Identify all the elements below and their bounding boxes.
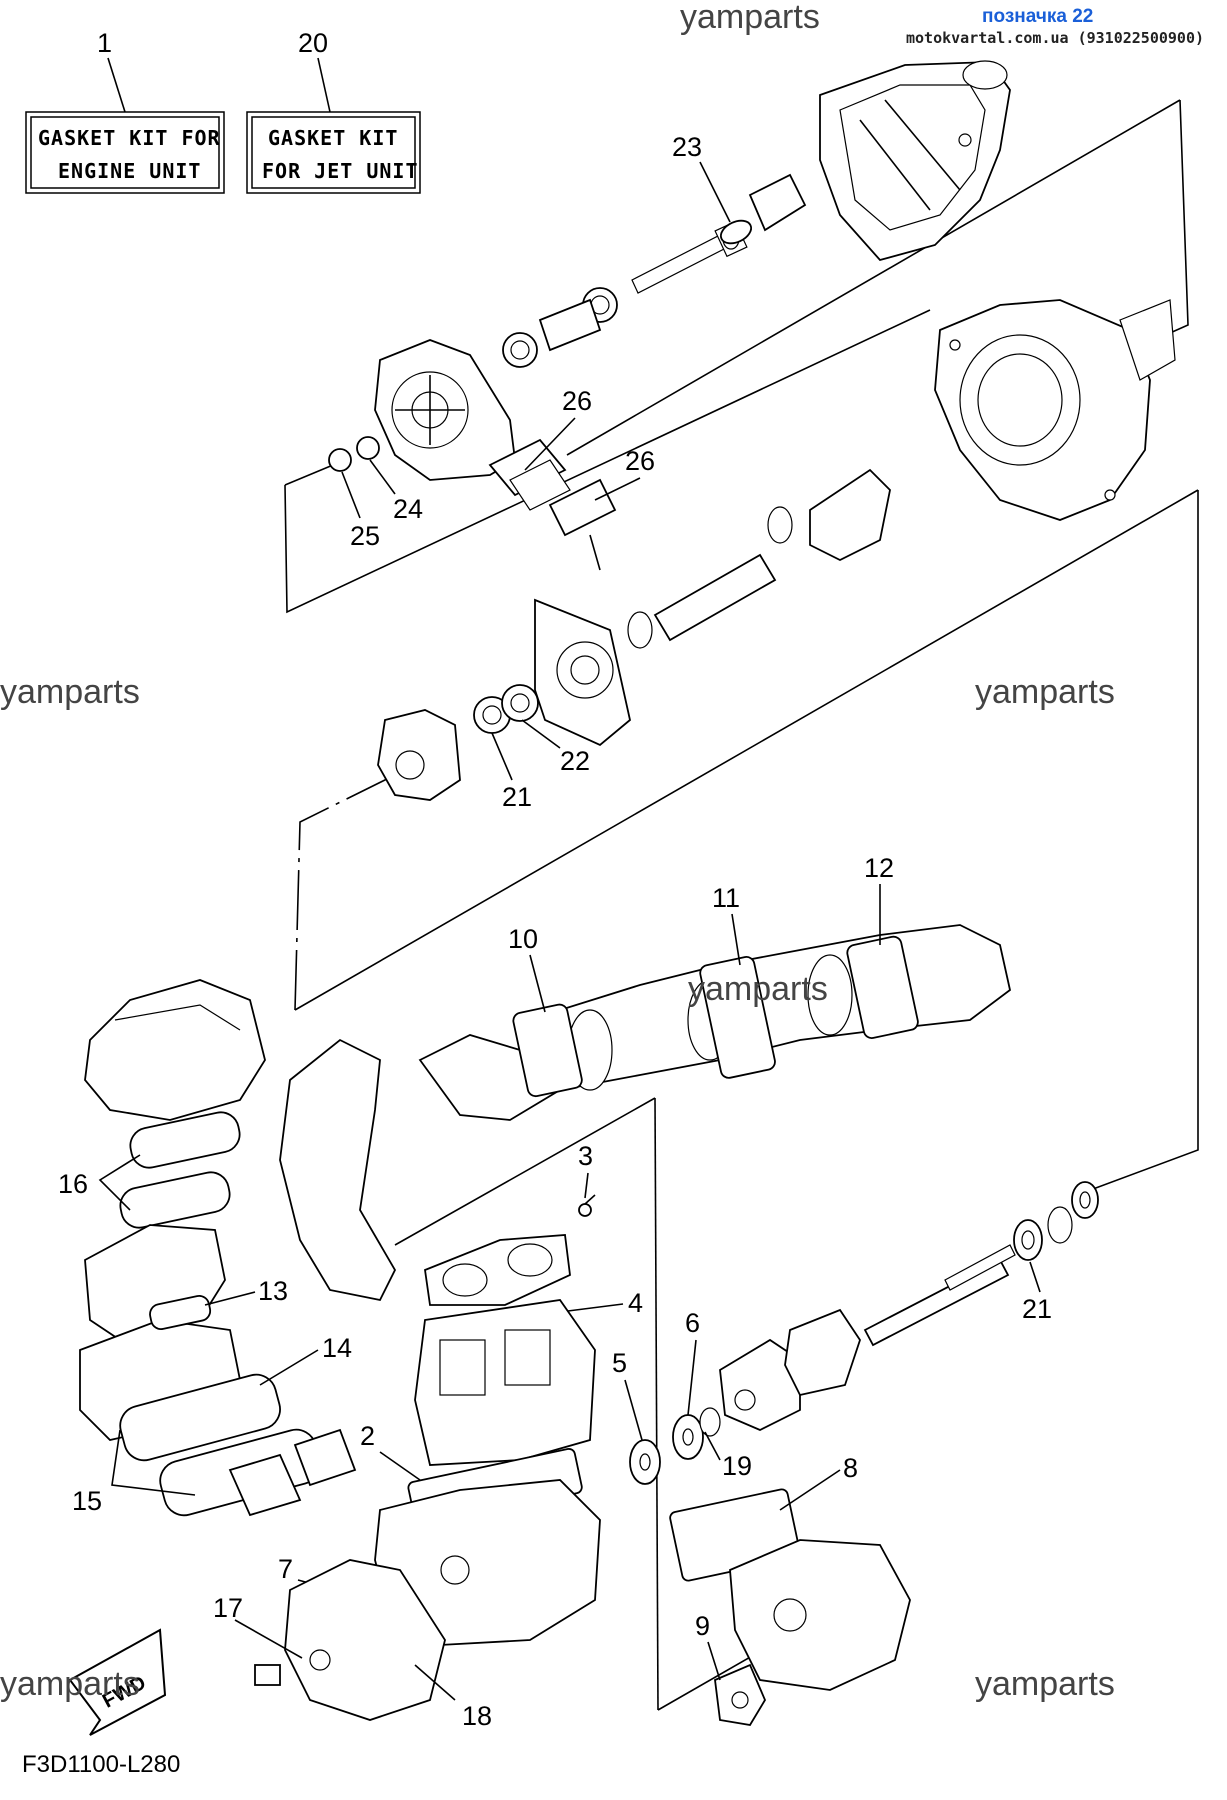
fitting-17[interactable] xyxy=(254,1664,281,1686)
callout-21-lower: 21 xyxy=(1022,1294,1052,1324)
callout-19: 19 xyxy=(722,1451,752,1481)
callout-21-upper: 21 xyxy=(502,782,532,812)
figure-code: F3D1100-L280 xyxy=(22,1751,180,1778)
callout-2: 2 xyxy=(360,1421,375,1451)
callout-9: 9 xyxy=(695,1611,710,1641)
callout-24: 24 xyxy=(393,494,423,524)
gasket-13[interactable] xyxy=(148,1294,212,1331)
callout-3: 3 xyxy=(578,1141,593,1171)
kit-jet-line1: GASKET KIT xyxy=(268,126,398,150)
kit-engine-line2: ENGINE UNIT xyxy=(58,159,201,183)
gasket-11[interactable] xyxy=(699,955,777,1079)
callout-5: 5 xyxy=(612,1348,627,1378)
callout-12: 12 xyxy=(864,853,894,883)
watermark-bottom-left: yamparts xyxy=(0,1665,140,1703)
bearing-21-lower[interactable] xyxy=(1013,1219,1043,1261)
watermark-top: yamparts xyxy=(680,0,820,36)
o-ring-23[interactable] xyxy=(717,216,754,248)
reed-valve-block[interactable] xyxy=(228,1428,357,1517)
callout-7: 7 xyxy=(278,1554,293,1584)
callout-11: 11 xyxy=(712,883,740,913)
gasket-14[interactable] xyxy=(116,1370,285,1465)
fwd-arrow-icon: FWD xyxy=(68,1628,167,1736)
callout-10: 10 xyxy=(508,924,538,954)
bulkhead-plate[interactable] xyxy=(534,598,631,747)
kit-engine-line1: GASKET KIT FOR xyxy=(38,126,221,150)
kit-jet-line2: FOR JET UNIT xyxy=(262,159,419,183)
callout-15: 15 xyxy=(72,1486,102,1516)
callout-14: 14 xyxy=(322,1333,352,1363)
callout-18: 18 xyxy=(462,1701,492,1731)
callout-26-lower: 26 xyxy=(625,446,655,476)
reference-tag[interactable]: позначка 22 xyxy=(982,6,1093,27)
callout-17: 17 xyxy=(213,1593,243,1623)
flywheel-cover[interactable] xyxy=(284,1559,446,1721)
source-reference: motokvartal.com.ua (931022500900) xyxy=(906,29,1204,47)
seal-24[interactable] xyxy=(356,436,380,460)
callout-25: 25 xyxy=(350,521,380,551)
gasket-10[interactable] xyxy=(512,1003,583,1098)
gasket-16-pair[interactable] xyxy=(117,1109,243,1231)
impeller-housing-upper[interactable] xyxy=(374,339,516,481)
callout-26-upper: 26 xyxy=(562,386,592,416)
coupler-housing[interactable] xyxy=(377,709,461,801)
watermark-left: yamparts xyxy=(0,673,140,711)
callout-4: 4 xyxy=(628,1288,643,1318)
intake-manifold[interactable] xyxy=(729,1539,911,1691)
watermark-bottom-right: yamparts xyxy=(975,1665,1115,1703)
kit-engine-unit[interactable]: 1 GASKET KIT FOR ENGINE UNIT xyxy=(25,28,225,194)
jet-nozzle-housing[interactable] xyxy=(819,60,1011,262)
callout-22: 22 xyxy=(560,746,590,776)
gasket-9[interactable] xyxy=(714,1663,767,1726)
cylinder-head[interactable] xyxy=(424,1234,571,1306)
coupling-hub[interactable] xyxy=(719,1308,861,1431)
callout-6: 6 xyxy=(685,1308,700,1338)
callout-23: 23 xyxy=(672,132,702,162)
muffler-left[interactable] xyxy=(84,979,266,1121)
intake-duct-and-clamps[interactable] xyxy=(627,468,891,649)
shaft-and-bearings-top[interactable] xyxy=(502,173,807,368)
drive-shaft[interactable] xyxy=(863,1244,1016,1347)
cylinder-block[interactable] xyxy=(414,1299,596,1466)
bolt-3[interactable] xyxy=(578,1194,596,1217)
callout-13: 13 xyxy=(258,1276,288,1306)
gasket-26-pair[interactable] xyxy=(488,438,617,571)
kit-jet-unit[interactable]: 20 GASKET KIT FOR JET UNIT xyxy=(246,28,421,194)
callout-16: 16 xyxy=(58,1169,88,1199)
callout-1: 1 xyxy=(97,28,112,58)
watermark-right: yamparts xyxy=(975,673,1115,711)
watermark-center: yamparts xyxy=(688,970,828,1008)
seal-25[interactable] xyxy=(328,448,352,472)
callout-20: 20 xyxy=(298,28,328,58)
callout-8: 8 xyxy=(843,1453,858,1483)
gasket-12[interactable] xyxy=(846,935,920,1039)
coupling-washers[interactable] xyxy=(629,1407,721,1485)
jet-pump-housing-right[interactable] xyxy=(934,299,1176,521)
